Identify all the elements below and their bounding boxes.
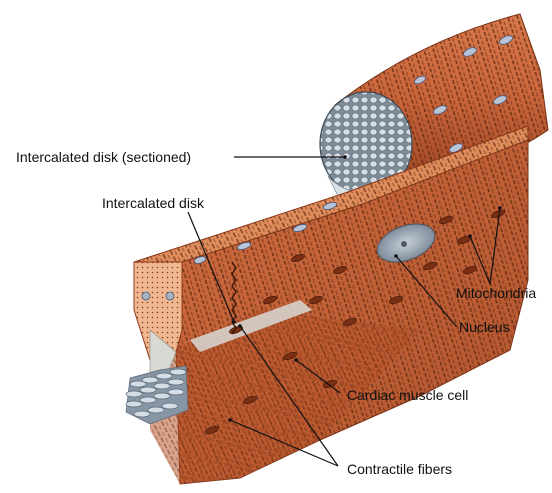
leader-lines [187,156,501,467]
label-intercalated-disk-sectioned: Intercalated disk (sectioned) [16,149,192,165]
protruding-myofibrils [125,365,189,425]
label-mitochondria: Mitochondria [456,285,537,301]
intercalated-disk-zigzag [231,261,237,335]
label-cardiac-muscle-cell: Cardiac muscle cell [347,387,469,403]
label-nucleus: Nucleus [459,319,510,335]
label-contractile-fibers: Contractile fibers [347,461,453,477]
main-muscle-block [125,125,529,485]
label-intercalated-disk: Intercalated disk [102,195,204,211]
